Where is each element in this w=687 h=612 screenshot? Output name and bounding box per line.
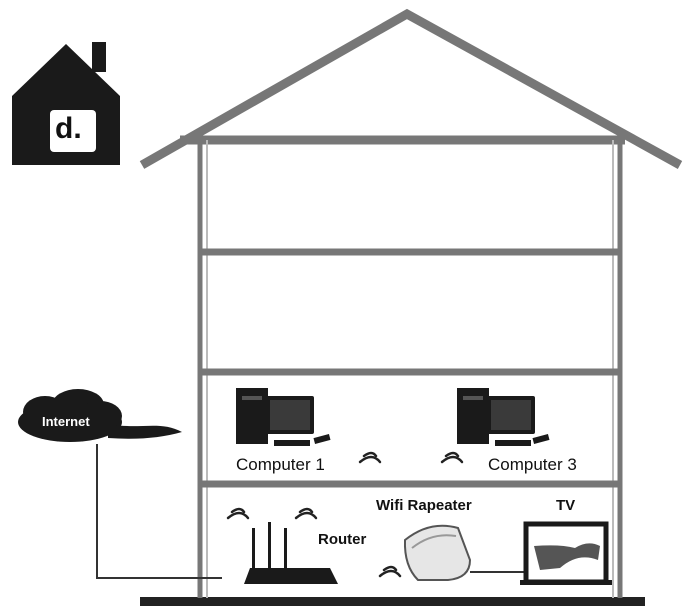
router-label: Router xyxy=(318,531,367,548)
computer-1-icon xyxy=(236,388,331,446)
wifi-repeater-icon xyxy=(403,524,472,581)
computer-1-label: Computer 1 xyxy=(236,455,325,474)
computer-3-label: Computer 3 xyxy=(488,455,577,474)
internet-label: Internet xyxy=(42,414,90,429)
badge-letter: d. xyxy=(55,112,82,145)
wifi-signal-icon xyxy=(226,451,464,578)
house-badge-icon xyxy=(12,42,120,165)
router-icon xyxy=(244,522,338,584)
computer-3-icon xyxy=(457,388,550,446)
internet-cable xyxy=(96,444,222,579)
ground-line xyxy=(140,597,645,606)
tv-icon xyxy=(520,521,612,585)
internet-cloud-icon xyxy=(18,389,182,442)
wifi-repeater-label: Wifi Rapeater xyxy=(376,497,472,514)
tv-label: TV xyxy=(556,497,576,514)
roof xyxy=(139,8,683,169)
